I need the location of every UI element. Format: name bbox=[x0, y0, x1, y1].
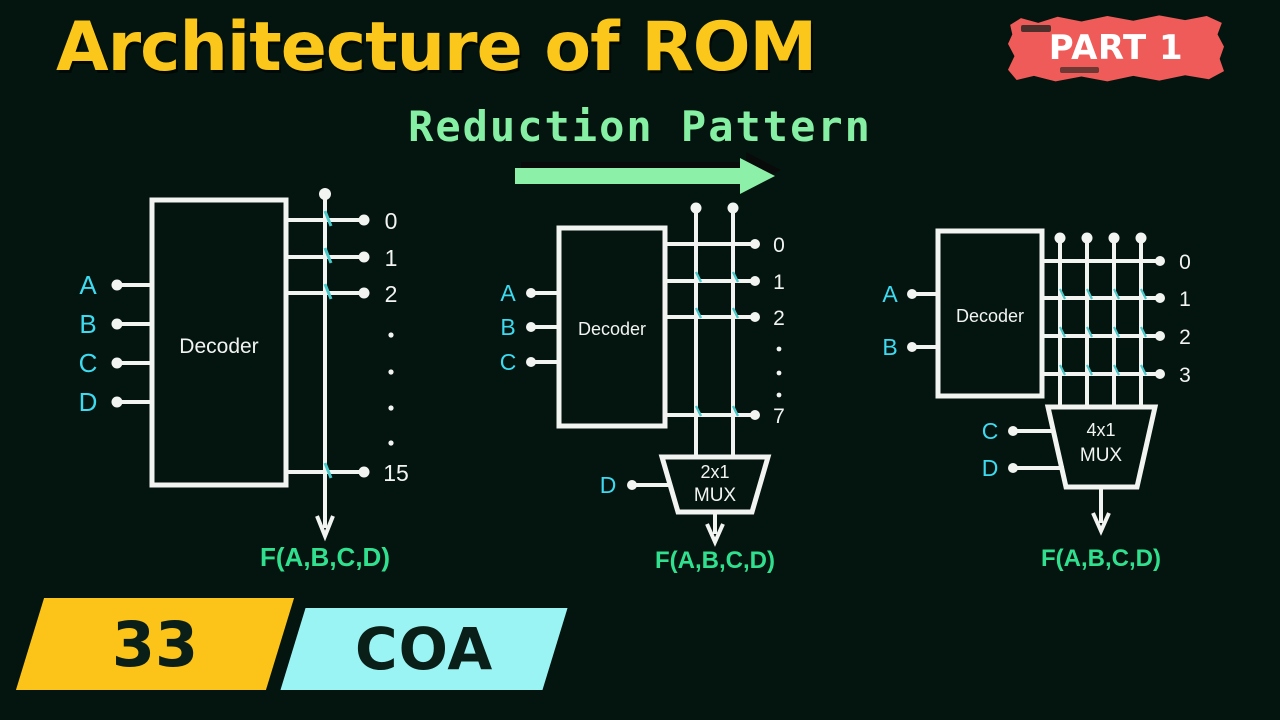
part-badge-label: PART 1 bbox=[1048, 28, 1184, 68]
mux-label-line2: MUX bbox=[694, 485, 737, 506]
decoder-2-outputs: 0 1 2 7 bbox=[665, 234, 785, 428]
output-label-15: 15 bbox=[383, 460, 409, 486]
mux-2x1-select-input: D bbox=[600, 472, 670, 498]
select-label-c: C bbox=[982, 418, 999, 444]
mux-label-line1: 2x1 bbox=[700, 462, 729, 482]
right-arrow-icon bbox=[515, 152, 781, 194]
decoder-label-1: Decoder bbox=[179, 335, 258, 358]
input-label-a: A bbox=[500, 280, 516, 306]
ellipsis-dots-1 bbox=[388, 332, 394, 446]
input-label-c: C bbox=[500, 349, 517, 375]
diagram-3: Decoder A B 0 1 2 bbox=[882, 228, 1191, 572]
decoder-1-outputs: 0 1 2 15 bbox=[286, 208, 409, 486]
decoder-3-outputs: 0 1 2 3 bbox=[1042, 251, 1191, 387]
output-label-0: 0 bbox=[773, 234, 785, 257]
input-label-c: C bbox=[79, 348, 98, 378]
output-label-0: 0 bbox=[1179, 251, 1191, 274]
output-label-2: 2 bbox=[1179, 326, 1191, 349]
part-badge: PART 1 bbox=[1008, 14, 1224, 82]
episode-number-label: 33 bbox=[111, 607, 199, 681]
or-bus-lines-3 bbox=[1054, 232, 1147, 407]
decoder-1-inputs: A B C D bbox=[79, 270, 152, 417]
output-label-0: 0 bbox=[385, 208, 398, 234]
or-bus-line-1 bbox=[315, 188, 335, 542]
decoder-label-2: Decoder bbox=[578, 319, 646, 339]
decoder-2-inputs: A B C bbox=[500, 280, 559, 375]
output-label-2: 2 bbox=[385, 281, 398, 307]
diagram-2: Decoder A B C 0 1 bbox=[500, 202, 785, 574]
input-label-d: D bbox=[79, 387, 98, 417]
decoder-box-1 bbox=[149, 197, 289, 488]
input-label-a: A bbox=[882, 281, 898, 307]
mux-2x1-output bbox=[705, 512, 725, 547]
or-bus-lines-2 bbox=[690, 202, 740, 457]
input-label-b: B bbox=[79, 309, 96, 339]
decoder-label-3: Decoder bbox=[956, 306, 1024, 326]
output-function-2: F(A,B,C,D) bbox=[655, 547, 775, 574]
output-label-1: 1 bbox=[1179, 288, 1191, 311]
subtitle: Reduction Pattern bbox=[408, 102, 872, 151]
course-code-badge: COA bbox=[280, 608, 568, 690]
diagram-1: Decoder A B C D 0 bbox=[79, 188, 409, 572]
output-label-3: 3 bbox=[1179, 364, 1191, 387]
input-label-a: A bbox=[79, 270, 97, 300]
output-label-1: 1 bbox=[385, 245, 398, 271]
decoder-box-3 bbox=[935, 228, 1045, 399]
output-function-1: F(A,B,C,D) bbox=[260, 542, 390, 572]
mux-4x1-select-inputs: C D bbox=[982, 418, 1064, 481]
select-label-d: D bbox=[600, 472, 617, 498]
mux-label-line1: 4x1 bbox=[1086, 420, 1115, 440]
input-label-b: B bbox=[500, 314, 515, 340]
mux-4x1: 4x1 MUX bbox=[1044, 404, 1159, 490]
brush-speckle bbox=[1020, 24, 1052, 32]
ellipsis-dots-2 bbox=[776, 346, 782, 398]
output-label-7: 7 bbox=[773, 405, 785, 428]
episode-number-badge: 33 bbox=[15, 598, 295, 690]
mux-2x1: 2x1 MUX bbox=[658, 454, 772, 515]
output-function-3: F(A,B,C,D) bbox=[1041, 545, 1161, 572]
course-code-label: COA bbox=[354, 615, 494, 683]
input-label-b: B bbox=[882, 334, 897, 360]
output-label-1: 1 bbox=[773, 271, 785, 294]
select-label-d: D bbox=[982, 455, 999, 481]
decoder-3-inputs: A B bbox=[882, 281, 938, 360]
brush-speckle bbox=[1059, 67, 1099, 74]
mux-4x1-output bbox=[1091, 487, 1111, 536]
mux-label-line2: MUX bbox=[1080, 445, 1123, 466]
output-label-2: 2 bbox=[773, 307, 785, 330]
page-title: Architecture of ROM bbox=[56, 8, 817, 87]
